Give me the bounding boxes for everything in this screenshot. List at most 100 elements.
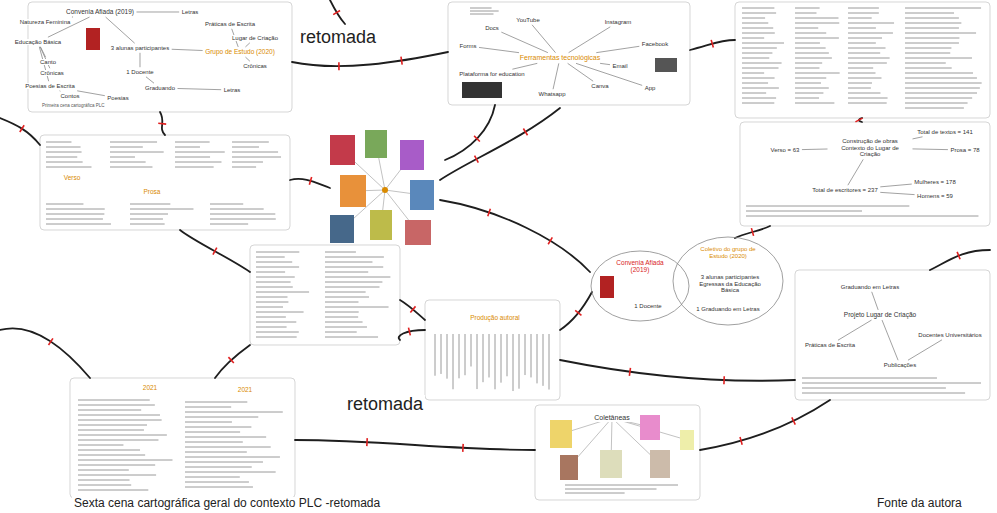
illegible-line [185,402,247,403]
mind-map-term: Canto [39,59,57,66]
illegible-line [848,98,888,99]
connector [512,63,537,69]
mind-map-term: Graduando [144,85,176,92]
illegible-line [742,38,764,39]
illegible-line [848,8,879,9]
illegible-line [130,219,163,220]
illegible-line [802,388,946,389]
illegible-line [435,334,436,376]
illegible-line [256,262,292,263]
illegible-line [489,334,490,377]
mind-map-term: Prosa = 78 [949,147,980,154]
illegible-line [78,445,123,446]
illegible-line [905,8,981,9]
node-text: Total de textos = 141 [917,129,973,136]
illegible-line [78,410,141,411]
illegible-line [325,252,356,253]
red-marks [20,10,960,451]
node-text: Contos [60,93,79,100]
mind-map-term: Forms [459,43,478,50]
illegible-line [470,8,492,9]
illegible-line [742,83,768,84]
illegible-line [795,8,820,9]
illegible-line [565,493,625,494]
illegible-line [256,302,288,303]
illegible-line [848,103,887,104]
connector [77,91,105,96]
illegible-line [325,322,363,323]
illegible-line [256,257,285,258]
illegible-line [513,334,514,391]
mind-map-term: Total de textos = 141 [916,129,974,136]
illegible-line [525,334,526,375]
illegible-line [78,475,156,476]
illegible-line [175,147,200,148]
illegible-line [232,157,281,158]
mind-map-term: 2021 [237,386,253,393]
node-text: Ferramentas tecnológicas [520,54,601,62]
mind-map-term: Graduando em Letras [840,284,900,291]
illegible-line [46,152,82,153]
illegible-line [802,383,981,384]
red-tick [401,57,402,65]
mind-map-term: Plataforma for education [458,71,525,78]
illegible-line [46,157,77,158]
illegible-line [848,28,876,29]
section-word: retomada [298,28,378,48]
illegible-line [742,8,774,9]
illegible-line [742,23,768,24]
illegible-line [459,334,460,378]
node-text: Whatsapp [538,91,565,98]
book-covers [86,28,694,480]
mind-map-term: Email [611,63,628,70]
node-text: Total de escritores = 237 [812,187,878,194]
mind-map-term: Crônicas [39,70,65,77]
illegible-line [565,485,678,486]
illegible-line [795,38,839,39]
illegible-line [232,152,278,153]
illegible-line [905,88,980,89]
illegible-line [175,152,225,153]
red-tick [629,368,630,376]
illegible-line [46,147,81,148]
ellipse-node: Convenia Afiada (2019)1 Docente [590,250,690,322]
connector [913,137,923,139]
illegible-line [795,88,829,89]
red-tick [855,118,862,122]
illegible-line [78,485,131,486]
illegible-line [175,162,221,163]
illegible-line [325,267,383,268]
illegible-line [185,487,253,488]
scene-frame [535,405,700,500]
illegible-line [549,334,550,390]
node-text: Canto [40,59,56,66]
scene-frames [28,2,990,500]
mind-map-term: Facebook [641,41,669,48]
red-tick [475,156,479,163]
illegible-line [185,447,271,448]
illegible-line [325,277,390,278]
illegible-line [746,206,909,207]
illegible-line [470,11,499,12]
illegible-line [742,88,779,89]
illegible-line [795,48,826,49]
illegible-line [471,334,472,366]
illegible-line [905,18,959,19]
illegible-line [742,103,774,104]
mind-map-term: Verso = 63 [770,147,801,154]
illegible-line [742,93,766,94]
illegible-line [110,152,164,153]
illegible-line [325,312,359,313]
mind-map-term: Instagram [604,19,633,26]
connector [882,320,898,360]
illegible-line [110,162,146,163]
illegible-line [742,28,773,29]
illegible-line [256,322,296,323]
illegible-line [232,142,269,143]
node-text: Mulheres = 178 [914,179,956,186]
illegible-line [210,209,264,210]
node-text: YouTube [516,17,540,24]
illegible-line [256,332,299,333]
scene-frame [40,135,290,230]
